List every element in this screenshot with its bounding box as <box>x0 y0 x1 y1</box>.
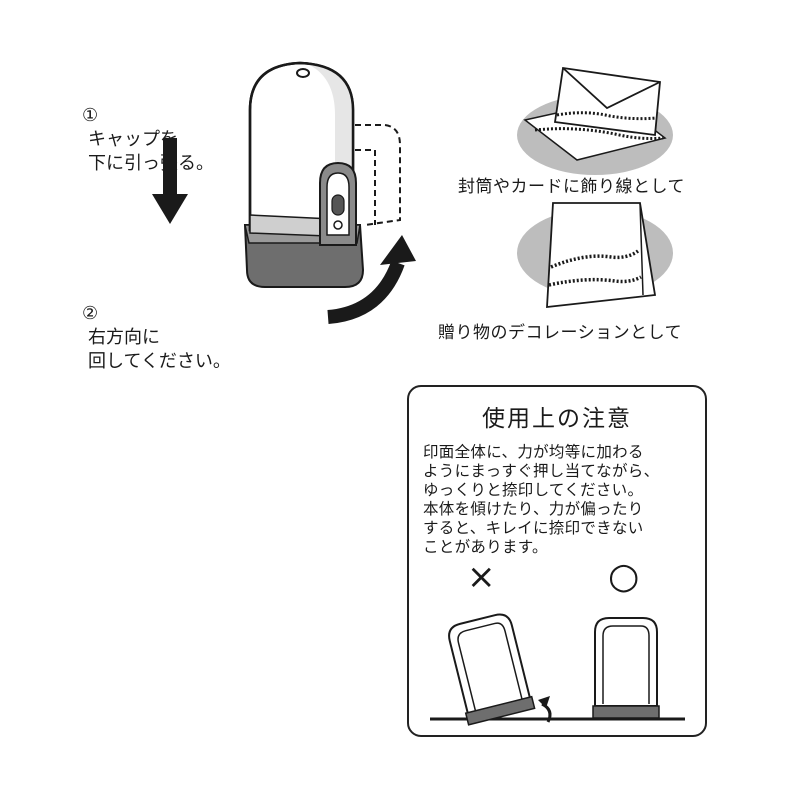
down-arrow-icon <box>152 138 188 224</box>
stamp-illustration <box>243 61 401 288</box>
curved-arrow-icon <box>327 235 416 324</box>
notice-body: 印面全体に、力が均等に加わる ようにまっすぐ押し当てながら、 ゆっくりと捺印して… <box>423 443 660 556</box>
use-1-caption: 封筒やカードに飾り線として <box>458 177 685 197</box>
gift-card-illustration <box>517 202 673 309</box>
upright-stamp-illustration <box>565 617 685 721</box>
step-2-number: ② <box>82 303 99 324</box>
step-1-number: ① <box>82 105 99 126</box>
step-1-text: キャップを 下に引っ張る。 <box>88 129 214 174</box>
envelope-card-illustration <box>517 66 673 175</box>
step-2-text: 右方向に 回してください。 <box>88 327 231 372</box>
tilted-stamp-illustration <box>430 613 570 726</box>
step-2: ② 右方向に 回してください。 <box>82 278 231 374</box>
wrong-mark: × <box>467 557 496 597</box>
step-1: ① キャップを 下に引っ張る。 <box>82 80 214 176</box>
right-mark: ○ <box>608 556 640 597</box>
use-2-caption: 贈り物のデコレーションとして <box>438 323 683 343</box>
notice-title: 使用上の注意 <box>482 406 632 432</box>
